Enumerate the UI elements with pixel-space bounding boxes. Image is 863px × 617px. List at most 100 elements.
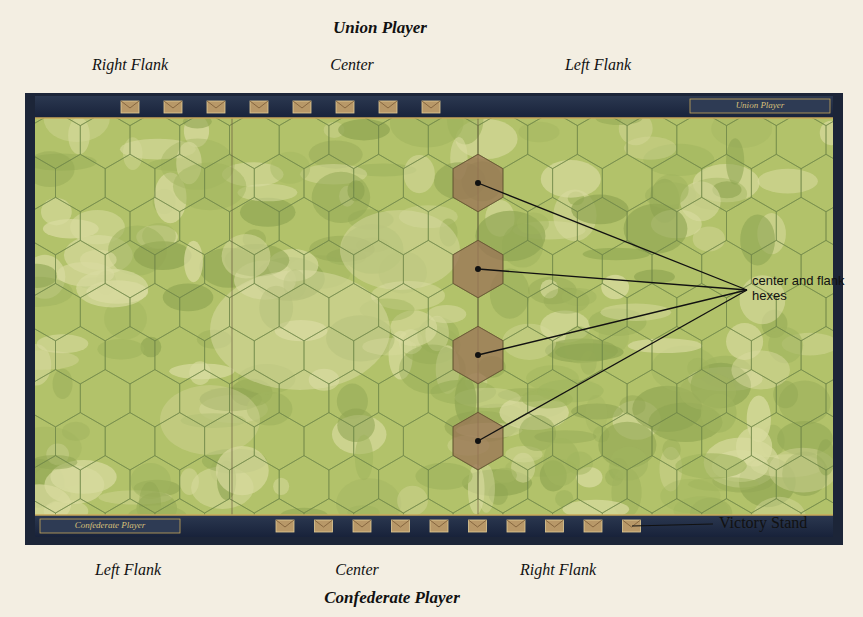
hex-cell [776,197,826,254]
leader-lines [475,180,747,526]
hex-cell [776,370,826,427]
leader-dot [475,266,481,272]
board-frame [25,93,843,545]
hex-cell [677,456,727,513]
terrain-patch [753,497,806,515]
center-flank-hex [453,326,503,383]
terrain-patch [160,385,260,455]
terrain-patch [97,339,144,359]
hex-cell [403,327,453,384]
bar-trim [35,117,833,119]
flank-divider [232,118,233,515]
terrain-patch [731,350,790,389]
terrain-patch [502,324,556,360]
terrain-patch [404,155,435,193]
stand-mark [164,101,182,108]
stand-mark [276,520,294,527]
terrain-patch [62,422,90,441]
stand-mark [469,520,487,527]
hex-cell [553,413,603,470]
hex-cell [652,499,702,515]
stand-box [469,520,487,532]
hex-cell [155,499,205,515]
victory-stand [584,520,602,532]
terrain-patch [740,214,775,265]
hex-cell [329,456,379,513]
hex-cell [403,240,453,297]
terrain-patch [128,505,187,515]
terrain-patch [680,373,737,411]
hex-cell [776,456,826,513]
stand-mark [207,101,225,108]
hex-cell [627,197,677,254]
hex-cell [503,327,553,384]
hex-cell [205,499,255,515]
banner [690,99,830,113]
terrain-patch [585,395,607,434]
stand-box [121,101,139,113]
hex-cell [35,197,80,254]
hex-cell [279,283,329,340]
terrain-patch [237,184,297,201]
hex-cell [56,154,106,211]
hex-cell [627,456,677,513]
stand-mark [353,520,371,527]
hex-cell [205,118,255,126]
terrain-patch [541,160,601,198]
flank-label: Center [335,561,379,579]
hex-cell [826,370,833,427]
terrain-patch [35,484,71,515]
hex-cell [56,118,106,126]
hex-cell [553,499,603,515]
terrain-patch [340,210,460,290]
hex-cell [105,499,155,515]
hex-cell [677,370,727,427]
hex-cell [677,197,727,254]
terrain-patch [660,479,720,513]
stand-mark [379,101,397,108]
hex-cell [130,370,180,427]
hex-cell [577,370,627,427]
hex-cell [56,327,106,384]
terrain-patch [240,198,296,227]
flank-label: Right Flank [92,56,168,74]
hex-cell [801,154,833,211]
hex-cell [130,283,180,340]
stand-box [336,101,354,113]
hex-cell [379,118,429,169]
hex-cell [727,456,777,513]
hex-cell [826,456,833,513]
hex-cell [702,327,752,384]
hex-cell [503,413,553,470]
hex-cell [80,456,130,513]
hex-cell [279,456,329,513]
hex-cell [180,456,230,513]
leader-line [632,524,713,526]
victory-stand [250,101,268,113]
leader-line [478,183,747,290]
hex-cell [453,413,503,470]
hex-cell [56,413,106,470]
hex-cell [254,327,304,384]
hex-cell [329,118,379,169]
player-label: Union Player [333,18,427,38]
terrain-patch [142,223,176,249]
hex-cell [553,154,603,211]
stand-box [293,101,311,113]
leader-dot [475,180,481,186]
leader-line [478,290,747,355]
victory-stand [507,520,525,532]
terrain-patch [687,358,709,379]
hex-cell [155,413,205,470]
flank-label: Left Flank [95,561,161,579]
hex-cell [702,413,752,470]
highlighted-hexes [453,154,503,469]
stand-box [164,101,182,113]
hex-cell [379,370,429,427]
terrain-patch [273,478,289,495]
victory-stand [392,520,410,532]
hex-cell [155,118,205,126]
hex-cell [602,499,652,515]
stand-mark [422,101,440,108]
terrain-patch [173,162,246,210]
